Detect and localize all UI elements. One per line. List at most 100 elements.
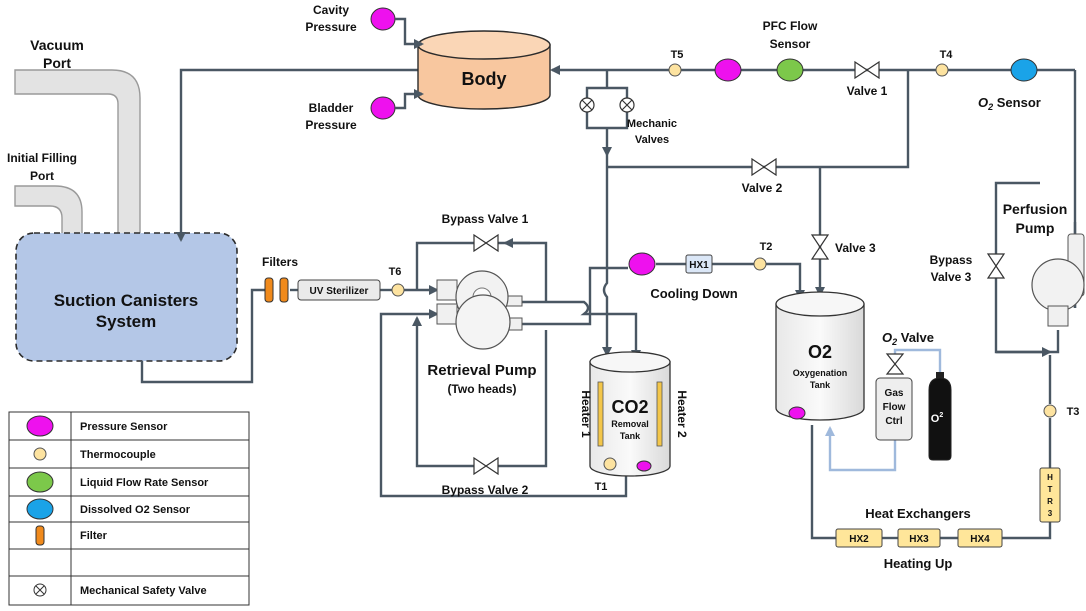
t6-label: T6 [389, 266, 402, 278]
thermocouple-t5 [668, 63, 682, 77]
thermocouple-t4 [935, 63, 949, 77]
valve-1-label: Valve 1 [847, 84, 888, 98]
valve-3 [810, 234, 830, 260]
bladder-pressure-label: Bladder [309, 101, 354, 115]
legend-pressure-sensor-icon [26, 415, 54, 437]
legend: Pressure Sensor Thermocouple Liquid Flow… [8, 411, 250, 606]
htr-3: 3 [1048, 509, 1053, 518]
filters-label: Filters [262, 255, 298, 269]
pfc-flow-sensor [776, 58, 804, 82]
t2-label: T2 [760, 241, 773, 253]
legend-label-pressure-sensor: Pressure Sensor [80, 421, 168, 433]
perfusion-pump [1031, 233, 1085, 327]
bypass-valve-3-label-2: Valve 3 [931, 270, 972, 284]
legend-safety-valve-icon [33, 583, 47, 597]
heat-exchangers-label: Heat Exchangers [865, 506, 971, 521]
heater-2-label: Heater 2 [675, 390, 689, 438]
bladder-pressure-sensor [370, 96, 396, 120]
bypass-valve-1 [473, 233, 499, 253]
legend-label-filter: Filter [80, 530, 108, 542]
legend-label-flow-sensor: Liquid Flow Rate Sensor [80, 477, 209, 489]
initial-filling-label-2: Port [30, 169, 54, 183]
heat-exchanger-hx3 [897, 528, 941, 548]
heat-exchanger-hx2 [835, 528, 883, 548]
dissolved-o2-sensor [1010, 58, 1038, 82]
legend-label-thermocouple: Thermocouple [80, 449, 156, 461]
uv-sterilizer-label: UV Sterilizer [310, 286, 369, 297]
o2-valve-label: O2 Valve [882, 330, 934, 347]
uv-sterilizer [297, 279, 381, 301]
thermocouple-t6 [391, 283, 405, 297]
suction-label: Suction Canisters [54, 291, 199, 310]
htr-r: R [1047, 497, 1053, 506]
pressure-sensor-top [714, 58, 742, 82]
htr-h: H [1047, 473, 1053, 482]
legend-label-safety-valve: Mechanical Safety Valve [80, 585, 207, 597]
gas-flow-label: Gas [885, 388, 904, 399]
hx2-label: HX2 [849, 534, 869, 545]
pressure-sensor-cooling [628, 252, 656, 276]
legend-label-o2-sensor: Dissolved O2 Sensor [80, 504, 191, 516]
oxygenation-tank-label-2: Tank [810, 380, 831, 390]
retrieval-pump-label-2: (Two heads) [447, 382, 516, 396]
cylinder-label: O2 [931, 412, 944, 425]
o2-cylinder [928, 372, 952, 461]
hx3-label: HX3 [909, 534, 929, 545]
valve-2-label: Valve 2 [742, 181, 783, 195]
mechanic-safety-valve-left [579, 97, 595, 113]
removal-tank-label-2: Tank [620, 431, 641, 441]
bypass-valve-1-label: Bypass Valve 1 [442, 212, 529, 226]
body-label: Body [462, 69, 507, 89]
heater-1-label: Heater 1 [579, 390, 593, 438]
bypass-valve-2-label: Bypass Valve 2 [442, 483, 529, 497]
retrieval-pump [436, 270, 523, 350]
thermocouple-t2 [753, 257, 767, 271]
legend-flow-sensor-icon [26, 471, 54, 493]
cavity-pressure-label-2: Pressure [305, 20, 357, 34]
t3-label: T3 [1067, 406, 1080, 418]
legend-thermocouple-icon [33, 447, 47, 461]
oxygenation-tank-label: Oxygenation [793, 368, 848, 378]
heat-exchanger-hx4 [957, 528, 1003, 548]
vacuum-port-label-2: Port [43, 55, 71, 71]
legend-filter-icon [35, 525, 45, 546]
perfusion-pump-label-2: Pump [1016, 220, 1055, 236]
t4-label: T4 [940, 49, 954, 61]
removal-tank-label: Removal [611, 419, 649, 429]
valve-3-label: Valve 3 [835, 241, 876, 255]
body-tank: Body [417, 30, 551, 110]
heater-htr3 [1039, 467, 1061, 523]
heat-exchanger-hx1 [685, 254, 713, 274]
o2-sensor-label: O2 Sensor [978, 95, 1041, 112]
bypass-valve-2 [473, 456, 499, 476]
valve-1 [854, 60, 880, 80]
bladder-pressure-label-2: Pressure [305, 118, 357, 132]
cavity-pressure-label: Cavity [313, 3, 349, 17]
t1-label: T1 [595, 481, 608, 493]
mechanic-valves-label-2: Valves [635, 134, 669, 146]
filter-1 [264, 277, 274, 303]
heating-up-label: Heating Up [884, 556, 953, 571]
o2-valve [885, 353, 905, 375]
thermocouple-t3 [1043, 404, 1057, 418]
mechanic-valves-label: Mechanic [627, 118, 677, 130]
htr-t: T [1048, 485, 1053, 494]
pfc-flow-label-2: Sensor [770, 37, 811, 51]
hx1-label: HX1 [689, 260, 709, 271]
hx4-label: HX4 [970, 534, 990, 545]
bypass-valve-3-label: Bypass [930, 253, 973, 267]
filter-2 [279, 277, 289, 303]
suction-label-2: System [96, 312, 156, 331]
bypass-valve-3 [986, 253, 1006, 279]
gas-flow-controller [875, 377, 913, 441]
retrieval-pump-label: Retrieval Pump [427, 362, 536, 379]
oxygenation-tank [775, 291, 865, 421]
perfusion-pump-label: Perfusion [1003, 201, 1068, 217]
legend-o2-sensor-icon [26, 498, 54, 520]
o2-tank-label: O2 [808, 342, 832, 362]
vacuum-port-label: Vacuum [30, 37, 84, 53]
gas-flow-label-2: Flow [883, 402, 906, 413]
pfc-flow-label: PFC Flow [763, 19, 818, 33]
gas-flow-label-3: Ctrl [885, 416, 902, 427]
